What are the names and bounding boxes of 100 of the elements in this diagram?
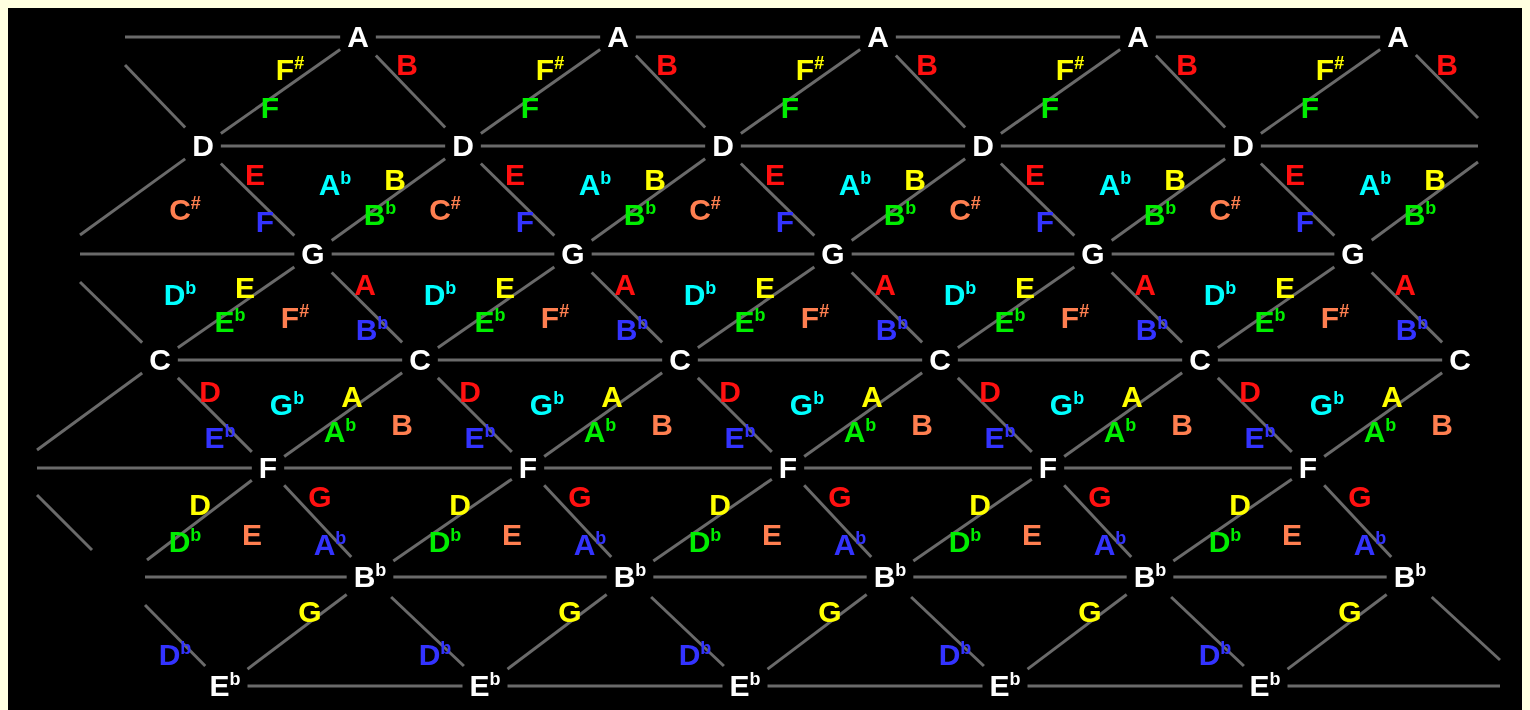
note-label: D$^{b}$	[948, 527, 982, 557]
lattice-line	[803, 371, 924, 458]
lattice-line	[177, 358, 403, 362]
note-name: A	[600, 17, 636, 57]
note-label: G	[308, 482, 332, 512]
note-name: A	[860, 17, 896, 57]
note-name: A	[340, 17, 376, 57]
note-label: E	[242, 520, 262, 550]
note-label: F	[780, 93, 800, 123]
note-label: E$^{b}$	[214, 307, 246, 337]
note-name: E$^{b}$	[462, 666, 508, 706]
note-label: G	[828, 482, 852, 512]
lattice-line	[284, 466, 512, 470]
note-label: E$^{b}$	[204, 423, 236, 453]
note-label: G$^{b}$	[529, 390, 565, 420]
lattice-line	[436, 376, 513, 453]
lattice-line	[913, 575, 1127, 579]
lattice-line	[850, 271, 924, 344]
note-label: B$^{b}$	[623, 200, 657, 230]
note-label: B	[644, 165, 666, 195]
lattice-line	[912, 477, 1033, 563]
lattice-line	[634, 54, 707, 129]
lattice-line	[999, 162, 1076, 237]
lattice-line	[1430, 595, 1501, 662]
lattice-line	[957, 265, 1076, 349]
note-label: B$^{b}$	[875, 315, 909, 345]
note-name: B$^{b}$	[606, 557, 654, 597]
note-label: F$^{#}$	[535, 55, 565, 85]
note-name: E$^{b}$	[722, 666, 768, 706]
lattice-line	[330, 271, 404, 344]
lattice-line	[803, 484, 873, 559]
note-label: A	[1121, 382, 1143, 412]
note-label: D	[709, 490, 731, 520]
note-label: B	[1176, 50, 1198, 80]
note-label: F	[260, 93, 280, 123]
note-label: D$^{b}$	[683, 280, 717, 310]
lattice-line	[740, 144, 966, 148]
lattice-line	[176, 376, 253, 453]
note-label: D$^{b}$	[1203, 280, 1237, 310]
lattice-line	[1026, 593, 1128, 671]
note-label: B	[384, 165, 406, 195]
lattice-line	[145, 575, 347, 579]
note-label: A	[341, 382, 363, 412]
note-label: A$^{b}$	[323, 417, 357, 447]
note-label: D$^{b}$	[168, 527, 202, 557]
note-name: G	[294, 234, 332, 274]
lattice-line	[1323, 484, 1393, 559]
note-label: B	[1436, 50, 1458, 80]
note-name: A	[1380, 17, 1416, 57]
lattice-line	[390, 595, 465, 668]
lattice-line	[767, 684, 983, 688]
lattice-line	[1323, 371, 1444, 458]
lattice-line	[246, 593, 348, 671]
note-label: F	[1035, 207, 1055, 237]
note-name: E$^{b}$	[982, 666, 1028, 706]
note-label: D	[189, 490, 211, 520]
note-label: A	[601, 382, 623, 412]
lattice-line	[125, 35, 341, 39]
note-label: E	[502, 520, 522, 550]
note-label: A$^{b}$	[1353, 530, 1387, 560]
note-label: A	[1381, 382, 1403, 412]
note-label: A$^{b}$	[1093, 530, 1127, 560]
lattice-line	[36, 371, 144, 452]
note-label: C$^{#}$	[949, 195, 981, 225]
lattice-line	[80, 252, 295, 256]
lattice-line	[1370, 160, 1479, 242]
lattice-line	[220, 144, 446, 148]
lattice-line	[1027, 684, 1243, 688]
note-label: G$^{b}$	[789, 390, 825, 420]
note-label: A	[614, 270, 636, 300]
note-label: C$^{#}$	[1209, 195, 1241, 225]
note-label: E	[245, 160, 265, 190]
note-label: B	[1424, 165, 1446, 195]
lattice-line	[650, 595, 725, 668]
note-label: E	[1275, 273, 1295, 303]
note-label: A$^{b}$	[843, 417, 877, 447]
note-label: G	[1078, 597, 1102, 627]
lattice-line	[78, 280, 144, 344]
note-label: E$^{b}$	[984, 423, 1016, 453]
note-label: A$^{b}$	[1103, 417, 1137, 447]
note-label: G$^{b}$	[1309, 390, 1345, 420]
lattice-line	[590, 157, 707, 242]
note-label: B	[1431, 410, 1453, 440]
note-name: C	[1442, 340, 1478, 380]
note-label: D$^{b}$	[428, 527, 462, 557]
note-name: F	[1031, 448, 1065, 488]
note-label: D$^{b}$	[688, 527, 722, 557]
lattice-line	[1172, 477, 1293, 563]
lattice-line	[37, 466, 252, 470]
note-label: E$^{b}$	[474, 307, 506, 337]
lattice-line	[591, 252, 815, 256]
note-name: C	[142, 340, 178, 380]
lattice-line	[1000, 144, 1226, 148]
note-label: B	[911, 410, 933, 440]
lattice-line	[739, 48, 862, 135]
lattice-line	[374, 54, 447, 129]
note-name: F	[251, 448, 285, 488]
lattice-line	[956, 376, 1033, 453]
lattice-line	[507, 684, 723, 688]
note-label: A$^{b}$	[318, 170, 352, 200]
